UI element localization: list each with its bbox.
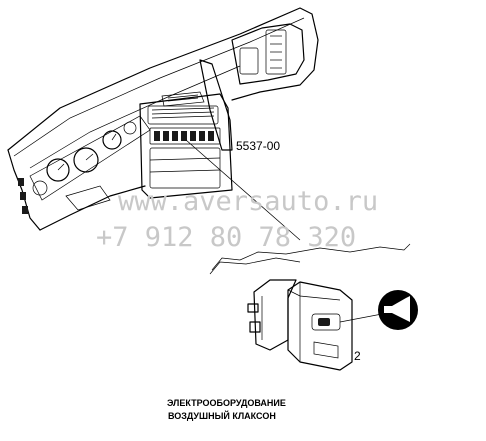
left-edge-switches bbox=[18, 178, 28, 214]
caption-line-2: ВОЗДУШНЫЙ КЛАКСОН bbox=[168, 410, 276, 421]
leader-line bbox=[185, 139, 301, 241]
instrument-cluster bbox=[29, 115, 151, 201]
console-vent-slats bbox=[151, 107, 215, 119]
horn-switch-detail bbox=[247, 279, 353, 371]
watermark-phone: +7 912 80 78 320 bbox=[96, 222, 356, 253]
callout-number: 2 bbox=[354, 349, 361, 363]
horn-callout bbox=[339, 290, 418, 330]
detail-separator bbox=[209, 243, 411, 275]
watermark-url: www.aversauto.ru bbox=[118, 186, 378, 217]
caption-line-1: ЭЛЕКТРООБОРУДОВАНИЕ bbox=[167, 398, 286, 408]
horn-icon bbox=[384, 296, 410, 322]
dashboard-illustration bbox=[7, 7, 319, 231]
part-code-label: 5537-00 bbox=[236, 139, 280, 153]
console-switch-row bbox=[154, 131, 214, 141]
